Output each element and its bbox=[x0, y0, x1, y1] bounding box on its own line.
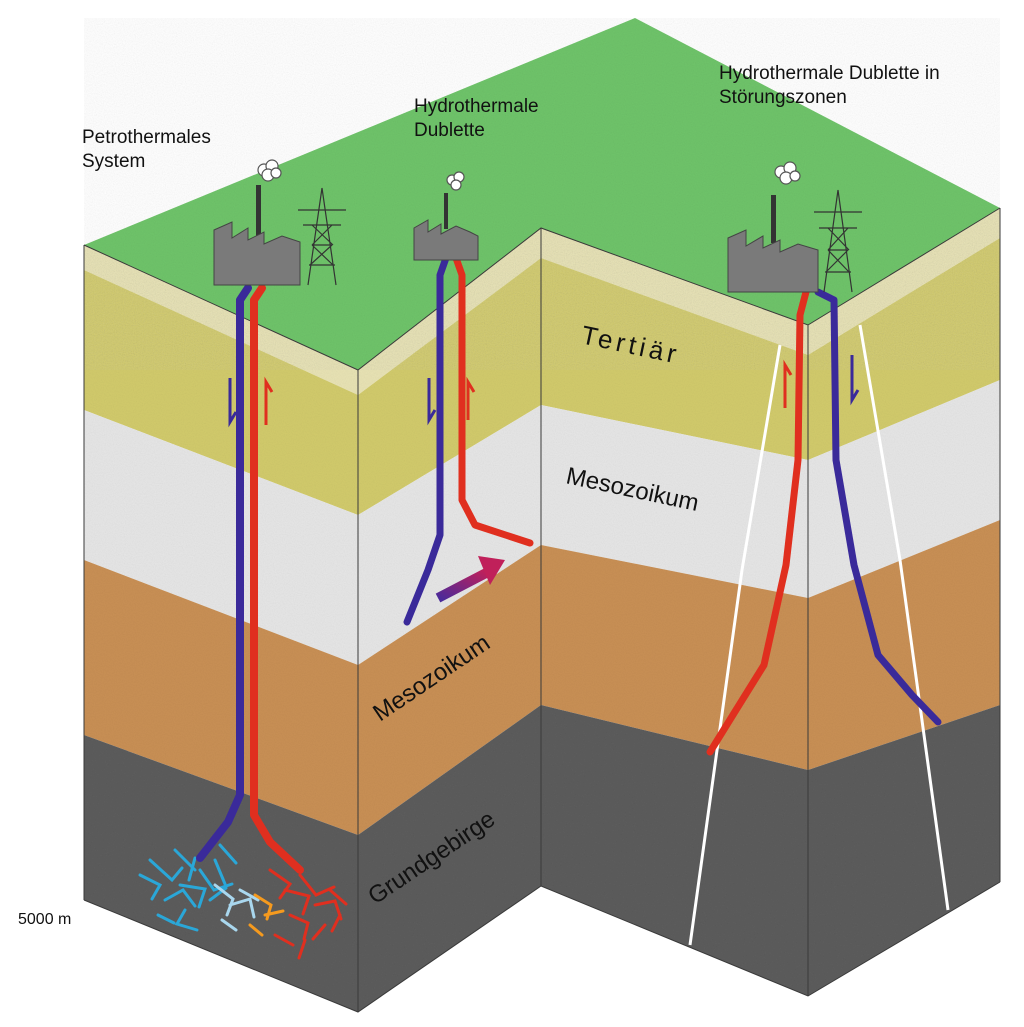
hydrothermal-label-line2: Dublette bbox=[414, 120, 485, 141]
fault-zone-label-line2: Störungszonen bbox=[719, 87, 847, 108]
fault-zone-label-line1: Hydrothermale Dublette in bbox=[719, 63, 940, 84]
hydrothermal-label-line1: Hydrothermale bbox=[414, 96, 539, 117]
petrothermal-label-line1: Petrothermales bbox=[82, 127, 211, 148]
depth-label: 5000 m bbox=[18, 911, 71, 928]
petrothermal-label-line2: System bbox=[82, 151, 145, 172]
left-face bbox=[84, 245, 358, 1012]
